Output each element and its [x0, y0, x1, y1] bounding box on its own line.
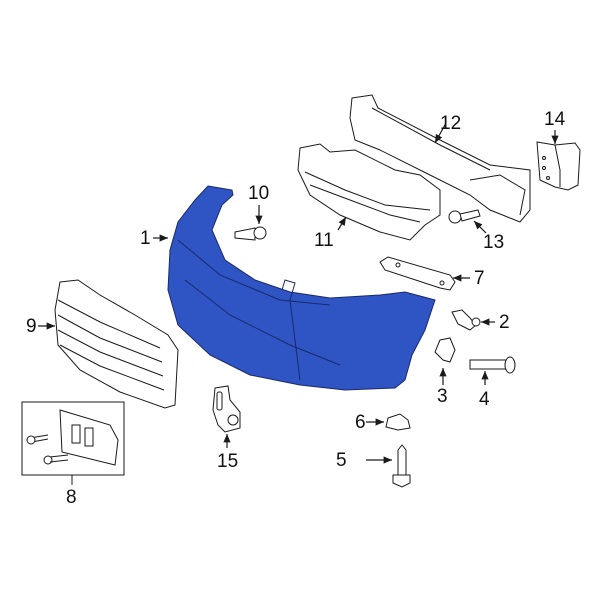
callout-2: 2 [499, 312, 510, 333]
screw-4-part [469, 356, 516, 374]
callout-8: 8 [66, 487, 77, 508]
side-bracket-part [379, 256, 456, 291]
push-clip-part [451, 309, 481, 331]
bolt-10-part [234, 226, 267, 241]
retainer-clip-part [434, 337, 456, 363]
sensor-bracket-part [212, 385, 241, 433]
callout-13: 13 [483, 232, 505, 253]
callout-7: 7 [474, 268, 485, 289]
callout-15: 15 [217, 451, 239, 472]
license-bracket-kit [21, 401, 125, 485]
grille-part [54, 279, 179, 409]
energy-absorber-part [297, 143, 441, 241]
callout-5: 5 [336, 450, 347, 471]
mount-bracket-part [536, 141, 581, 191]
callout-1: 1 [140, 228, 151, 249]
callout-14: 14 [544, 109, 566, 130]
bumper-cover-part [167, 185, 436, 391]
callout-4: 4 [479, 389, 490, 410]
callout-10: 10 [248, 183, 270, 204]
callout-9: 9 [26, 316, 37, 337]
bolt-13-part [448, 209, 481, 224]
callout-12: 12 [440, 113, 462, 134]
reinforcement-beam-part [349, 94, 531, 223]
nut-clip-part [385, 413, 411, 431]
callout-6: 6 [355, 412, 366, 433]
callout-11: 11 [314, 230, 334, 251]
bolt-5-part [392, 444, 411, 488]
callout-3: 3 [437, 386, 448, 407]
